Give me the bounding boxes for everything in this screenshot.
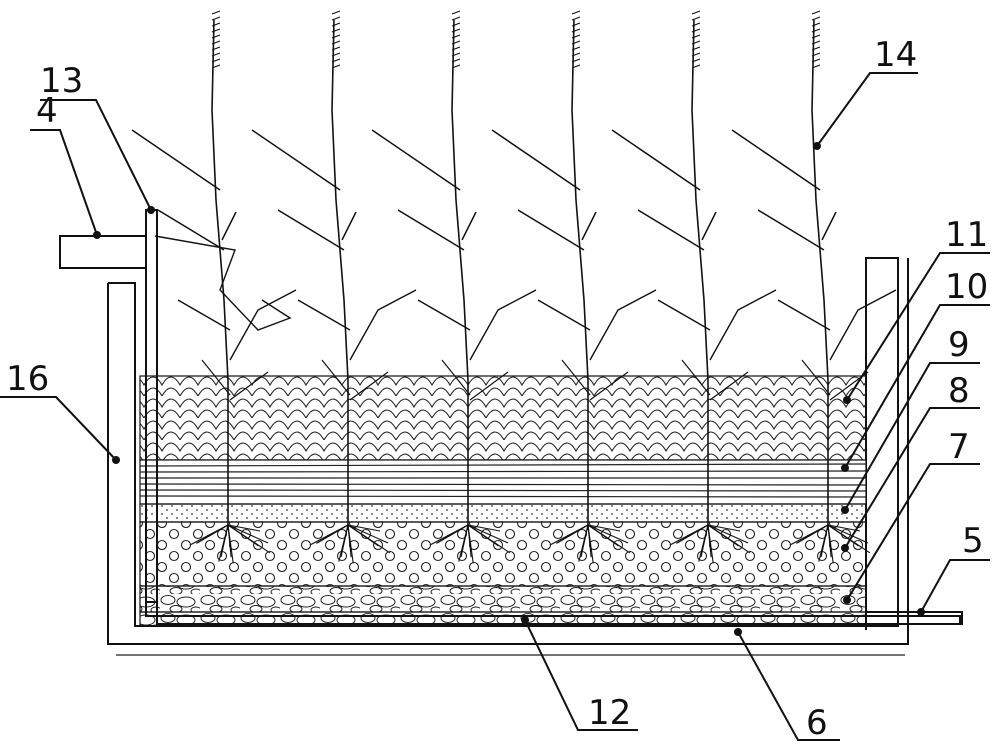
label-7: 7 <box>948 427 970 467</box>
label-11: 11 <box>945 215 988 255</box>
label-10: 10 <box>945 267 988 307</box>
layer-7-cobble <box>140 586 866 612</box>
label-13: 13 <box>40 61 83 101</box>
label-12: 12 <box>588 693 631 733</box>
label-6: 6 <box>806 703 828 743</box>
outlet-pipe <box>866 612 962 624</box>
label-14: 14 <box>874 35 917 75</box>
label-9: 9 <box>948 325 970 365</box>
layer-11-surface-soil <box>140 376 866 460</box>
layer-10-fine-layer <box>140 460 866 504</box>
label-16: 16 <box>6 359 49 399</box>
label-5: 5 <box>962 521 984 561</box>
inlet-pipe <box>60 236 146 268</box>
layer-9-sand <box>140 504 866 522</box>
label-8: 8 <box>948 371 970 411</box>
layer-8-gravel <box>140 522 866 586</box>
